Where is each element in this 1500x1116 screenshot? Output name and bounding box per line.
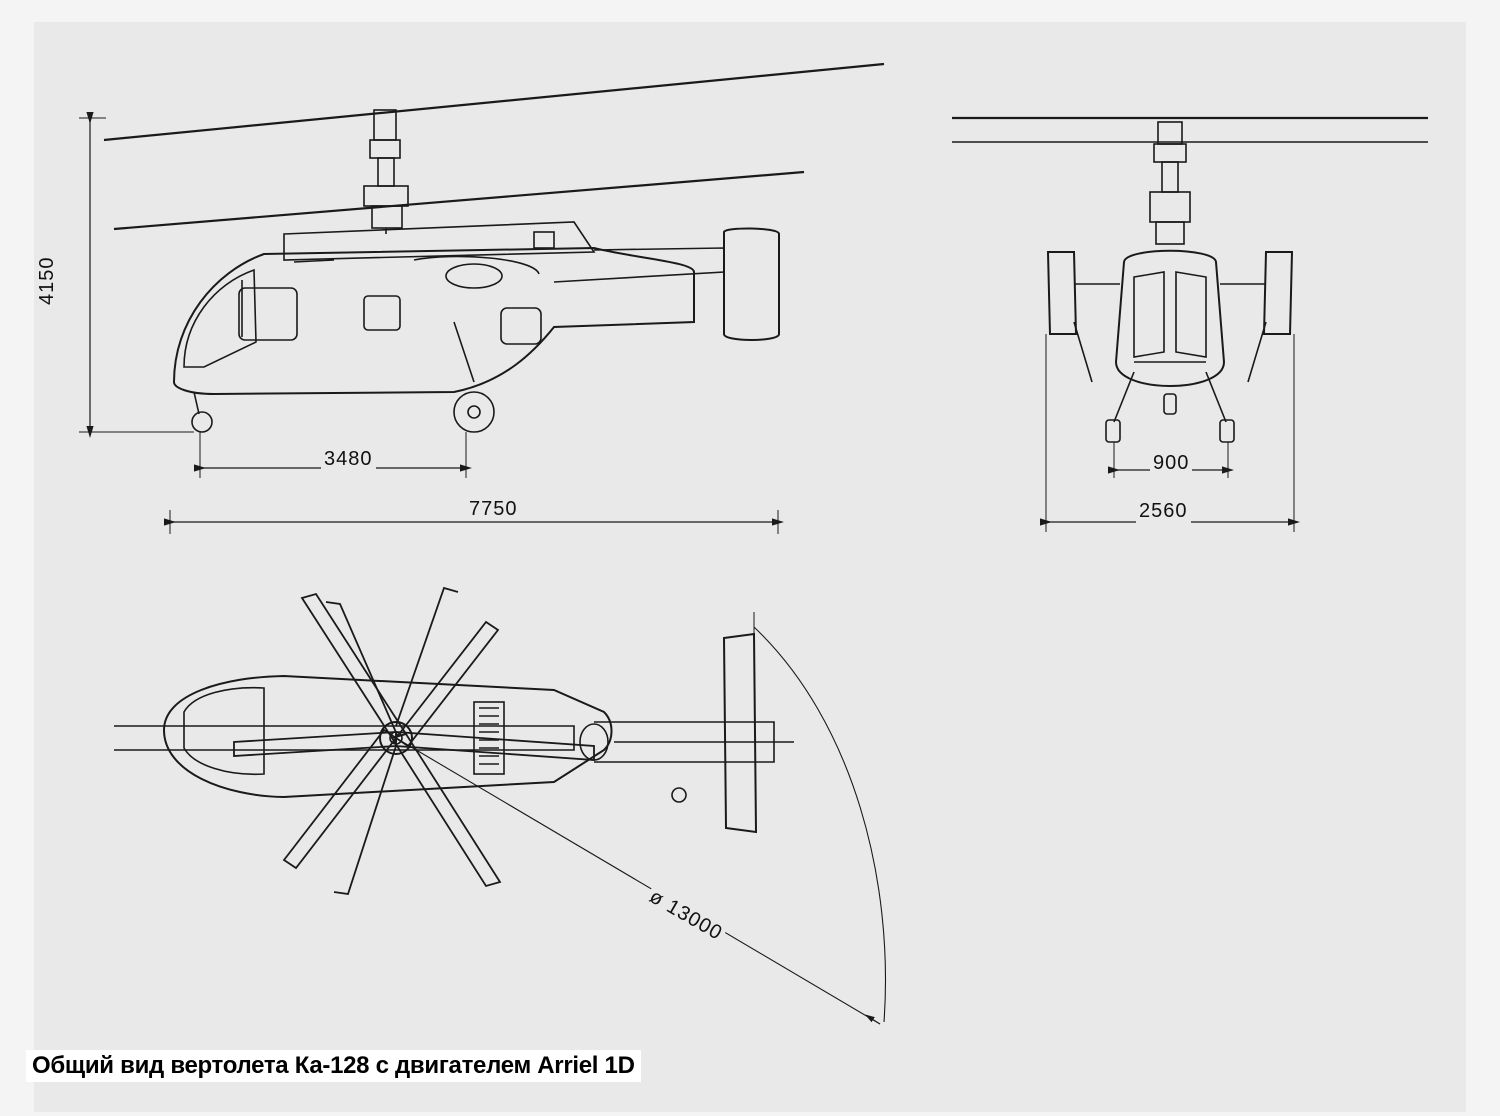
- rotor-hub-top: [379, 721, 413, 755]
- height-dimension-label: 4150: [36, 253, 59, 308]
- lower-rotor-blade: [113, 170, 805, 231]
- rotor-blades-top: [233, 586, 595, 895]
- upper-hub: [373, 109, 397, 141]
- tail-plane-top: [722, 632, 758, 834]
- fuselage-side: [172, 246, 695, 396]
- front-view: [952, 116, 1428, 532]
- fuselage-top: [162, 674, 613, 799]
- left-fin-front: [1046, 251, 1078, 335]
- track-dimension-label: 900: [1150, 452, 1193, 475]
- figure-caption: Общий вид вертолета Ка-128 с двигателем …: [26, 1050, 641, 1082]
- right-fin-front: [1262, 251, 1294, 335]
- drawing-area: 4150 3480 7750 900 2560 ø 13000: [34, 22, 1466, 1112]
- fuselage-front: [1114, 249, 1226, 387]
- main-wheel: [453, 391, 495, 433]
- side-view: [79, 62, 885, 534]
- width-dimension-label: 2560: [1136, 500, 1191, 523]
- top-view: [114, 586, 887, 1025]
- upper-rotor-blade: [103, 62, 885, 142]
- length-dimension-label: 7750: [466, 498, 521, 521]
- nose-wheel: [191, 411, 213, 433]
- tail-fin-side: [723, 227, 780, 341]
- wheelbase-dimension-label: 3480: [321, 448, 376, 471]
- technical-drawing: [79, 62, 1428, 1025]
